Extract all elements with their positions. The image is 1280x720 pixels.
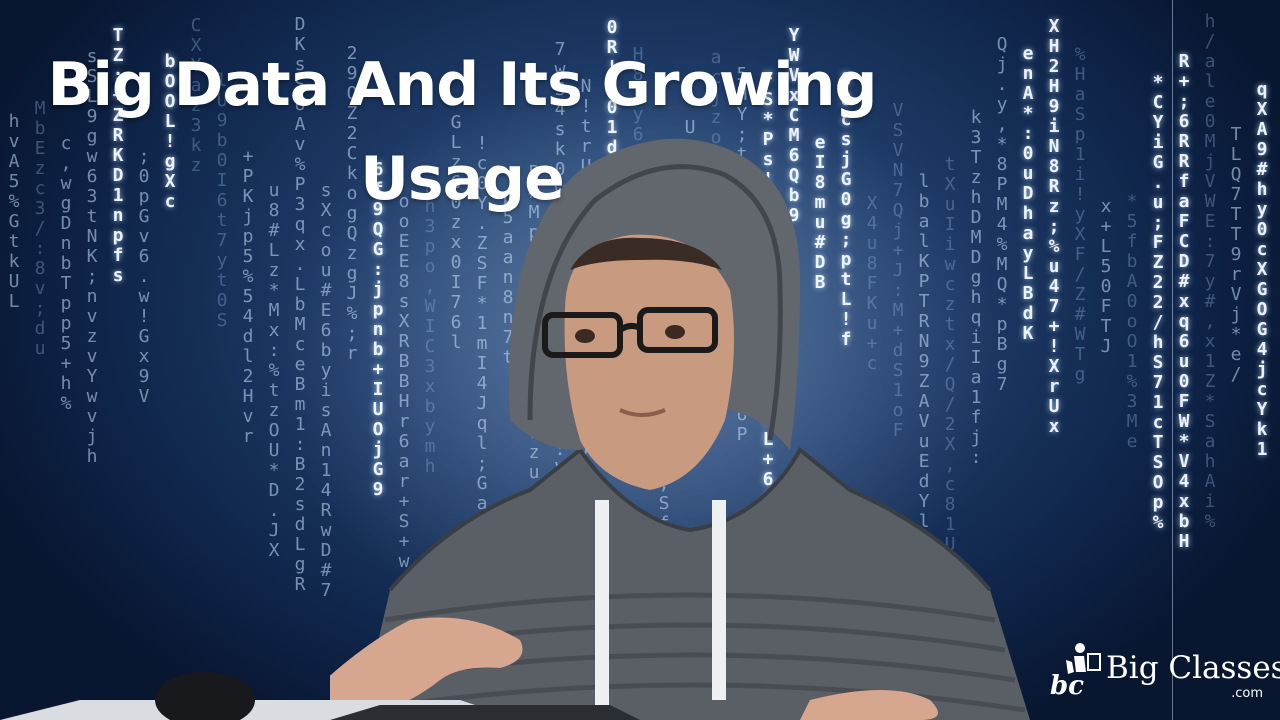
code-rain-column: + P K j p 5 % 5 4 d l 2 H v r xyxy=(242,146,254,447)
glasses xyxy=(542,307,718,358)
code-rain-column: T L Q 7 T T 9 r V j * e / xyxy=(1230,124,1242,385)
code-rain-column: s S L 9 g w 6 3 t N K ; n v z v Y w v j … xyxy=(86,46,98,467)
code-rain-column: p 5 a a n 8 n 7 t xyxy=(502,187,514,368)
face xyxy=(564,234,734,490)
code-rain-column: % H a S p 1 i ! y X F / Z # W T g xyxy=(1074,44,1086,385)
code-rain-column: Q j . y , * 8 P M 4 % M Q * p B g 7 xyxy=(996,34,1008,395)
brand-domain: .com xyxy=(1231,686,1263,701)
code-rain-column: ; 0 p G v 6 . w ! G x 9 V xyxy=(138,146,150,407)
code-rain-column: G L z 6 0 z x 0 I 7 6 l xyxy=(450,112,462,353)
brand-watermark: bc Big Classes .com xyxy=(1046,640,1280,710)
desk-keyboard-mouse xyxy=(0,672,640,720)
code-rain-column: b O O L ! g X c xyxy=(164,51,176,212)
code-rain-column: R + ; 6 R R f a F C D # x q 6 u 0 F W * … xyxy=(1178,51,1190,552)
code-rain-column: l b a l K P T R N 9 Z A V u E d Y l O C xyxy=(918,171,930,572)
code-rain-column: h / a l e 0 M j V W E : 7 y # , x 1 Z * … xyxy=(1204,11,1216,532)
code-rain-column: Y W V x C M 6 Q b 9 xyxy=(788,25,800,226)
code-rain-column: e n A * : 0 u D h a y L B d K xyxy=(1022,43,1034,344)
code-rain-column: k 3 T z h D M D g h q i I a 1 f j : xyxy=(970,107,982,468)
vertical-divider-line xyxy=(1172,0,1173,720)
code-rain-column: X H 2 H 9 i N 8 R z ; % u 4 7 + ! X r U … xyxy=(1048,16,1060,437)
code-rain-column: 6 f 9 Q G : j p n b + I U O j G 9 xyxy=(372,159,384,500)
code-rain-column: u 8 # L z * M x : % t z O U * D . J X xyxy=(268,180,280,561)
code-rain-column: V S V N 7 Q j + J : M + d S 1 o F xyxy=(892,100,904,441)
code-rain-column: X 4 u 8 F K u + c xyxy=(866,193,878,374)
code-rain-column: h v A 5 % G t k U L xyxy=(8,111,20,312)
left-hand xyxy=(330,617,523,720)
code-rain-column: e I 8 m u # D B xyxy=(814,132,826,293)
svg-text:bc: bc xyxy=(1050,671,1084,698)
code-rain-column: 8 8 c s j G 0 g ; p t L ! f xyxy=(840,69,852,350)
code-rain-column: s X c o u # E 6 b y i s A n 1 4 R w D # … xyxy=(320,180,332,601)
page-title: Big Data And Its Growing Usage xyxy=(47,50,878,214)
hooded-person-illustration xyxy=(330,138,1030,720)
hoodie-body xyxy=(360,450,1030,720)
code-rain-column: * C Y i G . u ; F Z 2 2 / h S 7 1 c T S … xyxy=(1152,72,1164,533)
code-rain-column: C X Y a z 3 k z xyxy=(190,15,202,176)
code-rain-column: q X A 9 # h y 0 c X G O G 4 j c Y k 1 xyxy=(1256,79,1268,460)
code-rain-column: l U 9 b 0 I 6 t 7 y t 0 S xyxy=(216,70,228,331)
code-rain-column: 2 9 Q Z 2 C k o g Q z g J % ; r xyxy=(346,43,358,364)
code-rain-column: c , w g D n b T p p 5 + h % xyxy=(60,133,72,414)
bigclasses-logo-icon: bc xyxy=(1050,643,1101,698)
code-rain-column: * 5 f b A 0 o O 1 % 3 M e xyxy=(1126,191,1138,452)
code-rain-column: D K s S U A v % P 3 q x . L b M c e B m … xyxy=(294,14,306,595)
code-rain-column: h h 3 p o , W I C 3 x b y m h xyxy=(424,176,436,477)
mouse xyxy=(155,672,255,720)
brand-name: Big Classes xyxy=(1106,650,1280,686)
code-rain-column: M b E z c 3 / : 8 v ; d u xyxy=(34,98,46,359)
code-rain-column: x + L 5 0 F T J xyxy=(1100,196,1112,357)
code-rain-column: T Z : + Z R K D 1 n p f s xyxy=(112,25,124,286)
